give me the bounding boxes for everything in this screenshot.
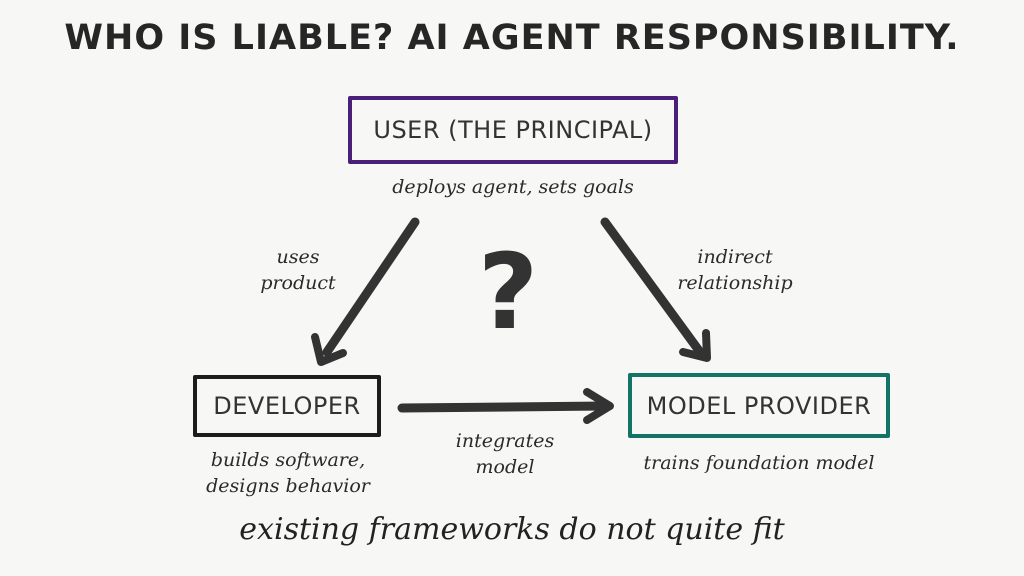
node-user: USER (THE PRINCIPAL) bbox=[348, 96, 678, 164]
edge-label-uses-line2: product bbox=[260, 272, 336, 294]
node-developer: DEVELOPER bbox=[193, 375, 381, 437]
node-model-provider: MODEL PROVIDER bbox=[628, 373, 890, 438]
node-developer-note: builds software, designs behavior bbox=[180, 447, 396, 499]
edge-label-integrates-line1: integrates bbox=[455, 430, 555, 452]
node-model-provider-note: trains foundation model bbox=[643, 452, 875, 474]
edge-label-uses-line1: uses bbox=[276, 246, 320, 268]
edge-label-indirect-line1: indirect bbox=[697, 246, 773, 268]
edge-label-uses-product: uses product bbox=[238, 244, 358, 296]
question-mark-symbol: ? bbox=[477, 231, 539, 353]
edge-label-indirect-relationship: indirect relationship bbox=[650, 244, 820, 296]
footer-caption: existing frameworks do not quite fit bbox=[239, 512, 785, 547]
node-user-label: USER (THE PRINCIPAL) bbox=[373, 116, 653, 144]
node-user-note: deploys agent, sets goals bbox=[392, 176, 634, 198]
edge-label-indirect-line2: relationship bbox=[677, 272, 793, 294]
arrow-user-to-developer bbox=[311, 217, 420, 366]
arrow-user-to-provider bbox=[600, 217, 711, 362]
node-developer-label: DEVELOPER bbox=[213, 392, 361, 420]
edge-label-integrates-model: integrates model bbox=[430, 428, 580, 480]
edge-label-integrates-line2: model bbox=[475, 456, 535, 478]
diagram-title: WHO IS LIABLE? AI AGENT RESPONSIBILITY. bbox=[64, 18, 960, 58]
node-model-provider-label: MODEL PROVIDER bbox=[646, 391, 872, 420]
node-developer-note-line1: builds software, bbox=[210, 449, 366, 471]
node-developer-note-line2: designs behavior bbox=[206, 475, 370, 497]
arrow-developer-to-provider bbox=[397, 388, 614, 424]
